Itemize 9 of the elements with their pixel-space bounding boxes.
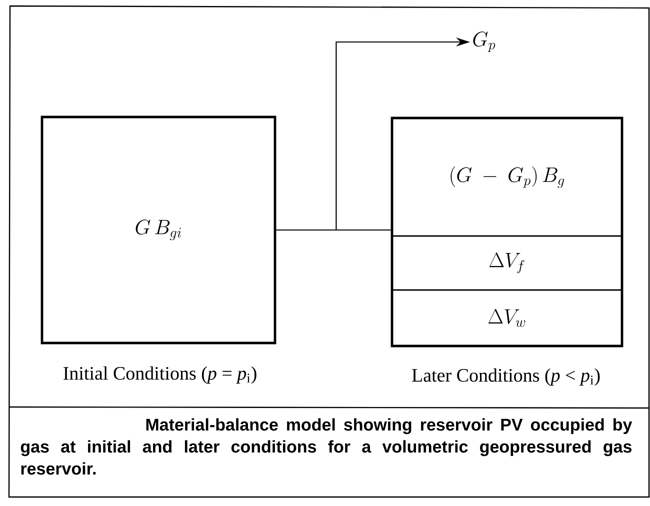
expansion-zone-box: $\Delta V_f$ — [391, 235, 623, 291]
produced-gas-label: $G_p$ — [473, 32, 496, 52]
water-zone-box: $\Delta V_w$ — [391, 289, 623, 347]
condition-label: Initial Conditions (p = p$_{i}$) — [64, 366, 256, 384]
initial-reservoir-box: $G\,B_{gi}$ — [40, 116, 276, 344]
later-reservoir-box — [390, 116, 624, 348]
figure-caption: Material-balance model showing reservoir PV occupied by gas at initial and later conditions for a volumetric geopressured gas reservoir. — [20, 418, 632, 475]
condition-label: Later Conditions (p < p$_{i}$) — [412, 368, 600, 386]
gas-zone-box: $(G\ -\ G_p)\,B_g$ — [391, 117, 623, 237]
